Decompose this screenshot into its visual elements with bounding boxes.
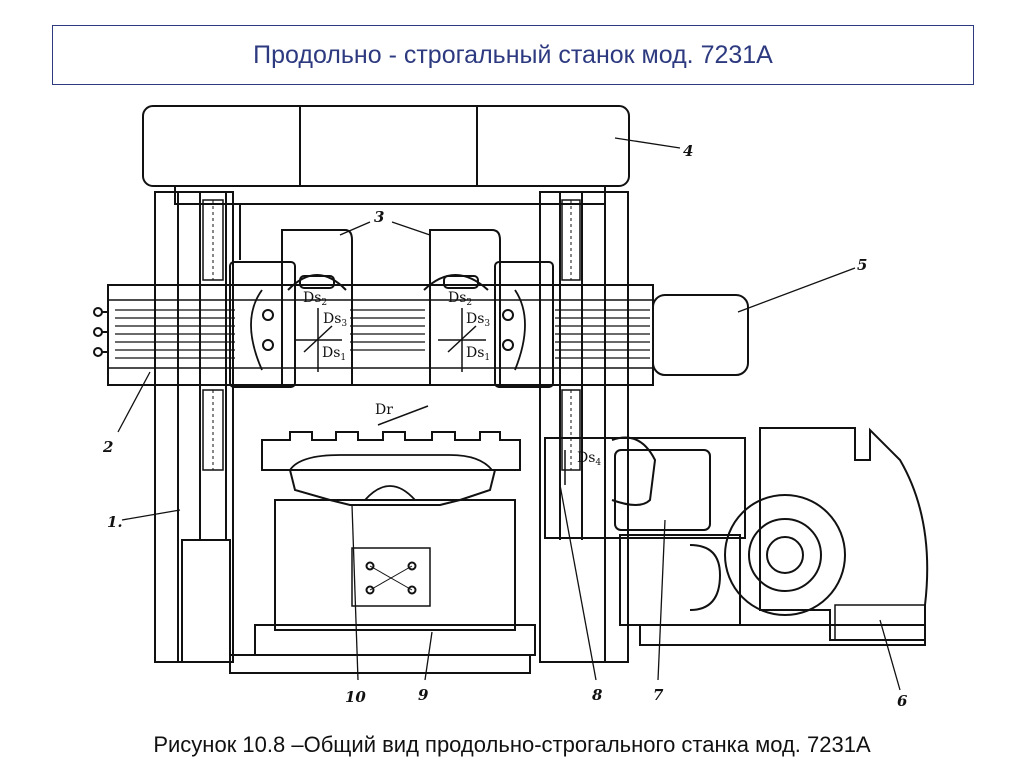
worktable	[261, 431, 521, 506]
ds1-label-left: Ds1	[322, 345, 346, 363]
side-head	[544, 436, 746, 539]
callout-8: 8	[592, 686, 603, 704]
callout-7: 7	[653, 686, 664, 704]
dr-label: Dr	[375, 402, 393, 418]
callout-1: 1.	[107, 513, 123, 531]
callout-5: 5	[857, 256, 867, 274]
callout-9: 9	[418, 686, 429, 704]
callout-4: 4	[683, 142, 693, 160]
callout-10: 10	[345, 688, 366, 706]
bed	[229, 499, 536, 674]
feed-arrows-left	[294, 308, 342, 372]
ds3-label-right: Ds3	[466, 311, 490, 329]
callout-2: 2	[102, 438, 113, 456]
tool-head-left	[229, 229, 353, 388]
figure-caption: Рисунок 10.8 –Общий вид продольно-строга…	[153, 732, 871, 757]
ds3-label-left: Ds3	[323, 311, 347, 329]
callout-6: 6	[897, 692, 908, 710]
planer-diagram: 4 3 5 2 1. 10 9 8 7 6 Ds2 Ds3 Ds1 Ds2 Ds…	[93, 105, 929, 710]
ds2-label-right: Ds2	[448, 290, 472, 308]
ds2-label-left: Ds2	[303, 290, 327, 308]
main-drive-motor	[639, 427, 929, 646]
tool-head-right	[423, 229, 554, 388]
dr-arrow	[377, 405, 429, 426]
rail-motor	[652, 294, 749, 376]
left-column	[154, 191, 234, 663]
page-title: Продольно - строгальный станок мод. 7231…	[253, 40, 773, 69]
top-crossbeam	[142, 105, 630, 205]
feed-arrows-right	[438, 308, 486, 372]
ds4-label: Ds4	[577, 450, 601, 468]
ds1-label-right: Ds1	[466, 345, 490, 363]
leader-lines	[117, 137, 901, 691]
right-column	[539, 191, 629, 663]
gearbox	[619, 534, 741, 626]
callout-3: 3	[374, 208, 384, 226]
title-frame: Продольно - строгальный станок мод. 7231…	[52, 25, 974, 85]
